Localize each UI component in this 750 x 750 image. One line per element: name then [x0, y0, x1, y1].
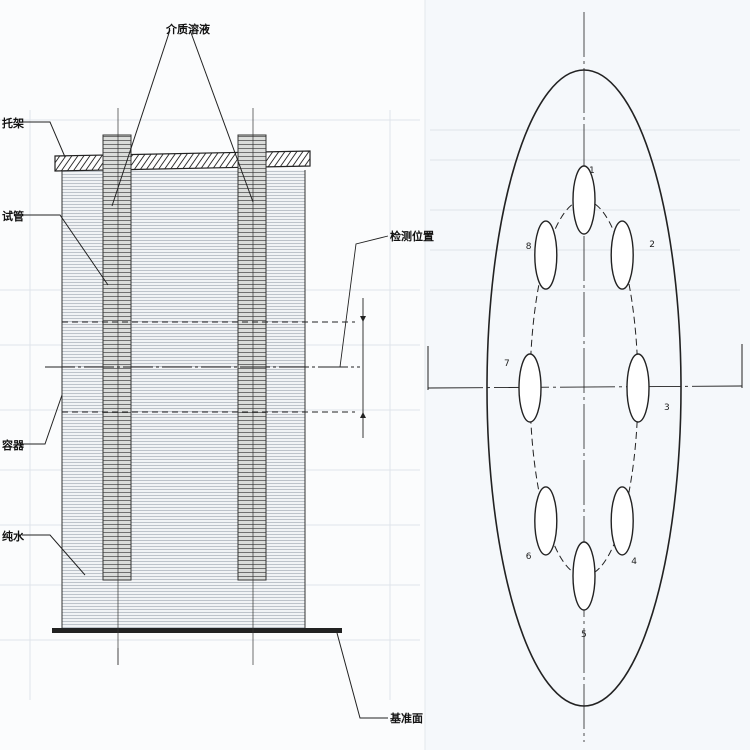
medium-leader-right	[189, 29, 254, 203]
tube-leader-line	[22, 214, 109, 286]
tube-position-label-1: 1	[589, 166, 595, 176]
tube-position-label-2: 2	[649, 240, 655, 250]
tube-hole-5	[572, 541, 596, 611]
tube-hole-1	[572, 165, 596, 235]
label-container: 容器	[1, 438, 25, 452]
tube-hole-2	[610, 220, 634, 290]
tube-hole-7	[518, 353, 542, 423]
label-rack: 托架	[2, 116, 24, 130]
detect-arrow-top	[360, 316, 366, 322]
tube-hole-6	[534, 486, 558, 556]
tube-hole-8	[534, 220, 558, 290]
tube-hole-3	[626, 353, 650, 423]
detect-leader-line	[339, 235, 389, 368]
tube-position-numbers: 1 2 3 4 5 6 7 8	[504, 166, 670, 640]
detect-arrow-bottom	[360, 412, 366, 418]
tube-holes	[518, 165, 650, 611]
test-tube-right	[237, 134, 267, 581]
tube-hole-4	[610, 486, 634, 556]
base-leader-line	[336, 632, 388, 719]
base-plate	[52, 628, 342, 633]
tube-position-label-4: 4	[631, 557, 637, 567]
water-leader-line	[22, 534, 86, 576]
container-leader-line	[22, 394, 63, 445]
tube-position-label-6: 6	[526, 552, 532, 562]
label-detect-position: 检测位置	[390, 229, 434, 243]
tube-position-label-5: 5	[581, 630, 587, 640]
label-base-plane: 基准面	[389, 711, 423, 725]
label-medium-solution: 介质溶液	[165, 22, 211, 36]
label-pure-water: 纯水	[2, 529, 25, 543]
container-water-body	[62, 170, 305, 630]
tube-position-label-3: 3	[664, 403, 670, 413]
horizontal-axis	[427, 385, 743, 389]
container-outline-ellipse	[486, 69, 682, 707]
right-panel-background	[425, 0, 750, 750]
tube-position-label-7: 7	[504, 359, 510, 369]
medium-leader-left	[111, 29, 171, 207]
label-tube: 试管	[2, 209, 24, 223]
tube-position-label-8: 8	[526, 242, 532, 252]
rack-leader-line	[22, 121, 66, 158]
test-tube-left	[102, 134, 132, 581]
